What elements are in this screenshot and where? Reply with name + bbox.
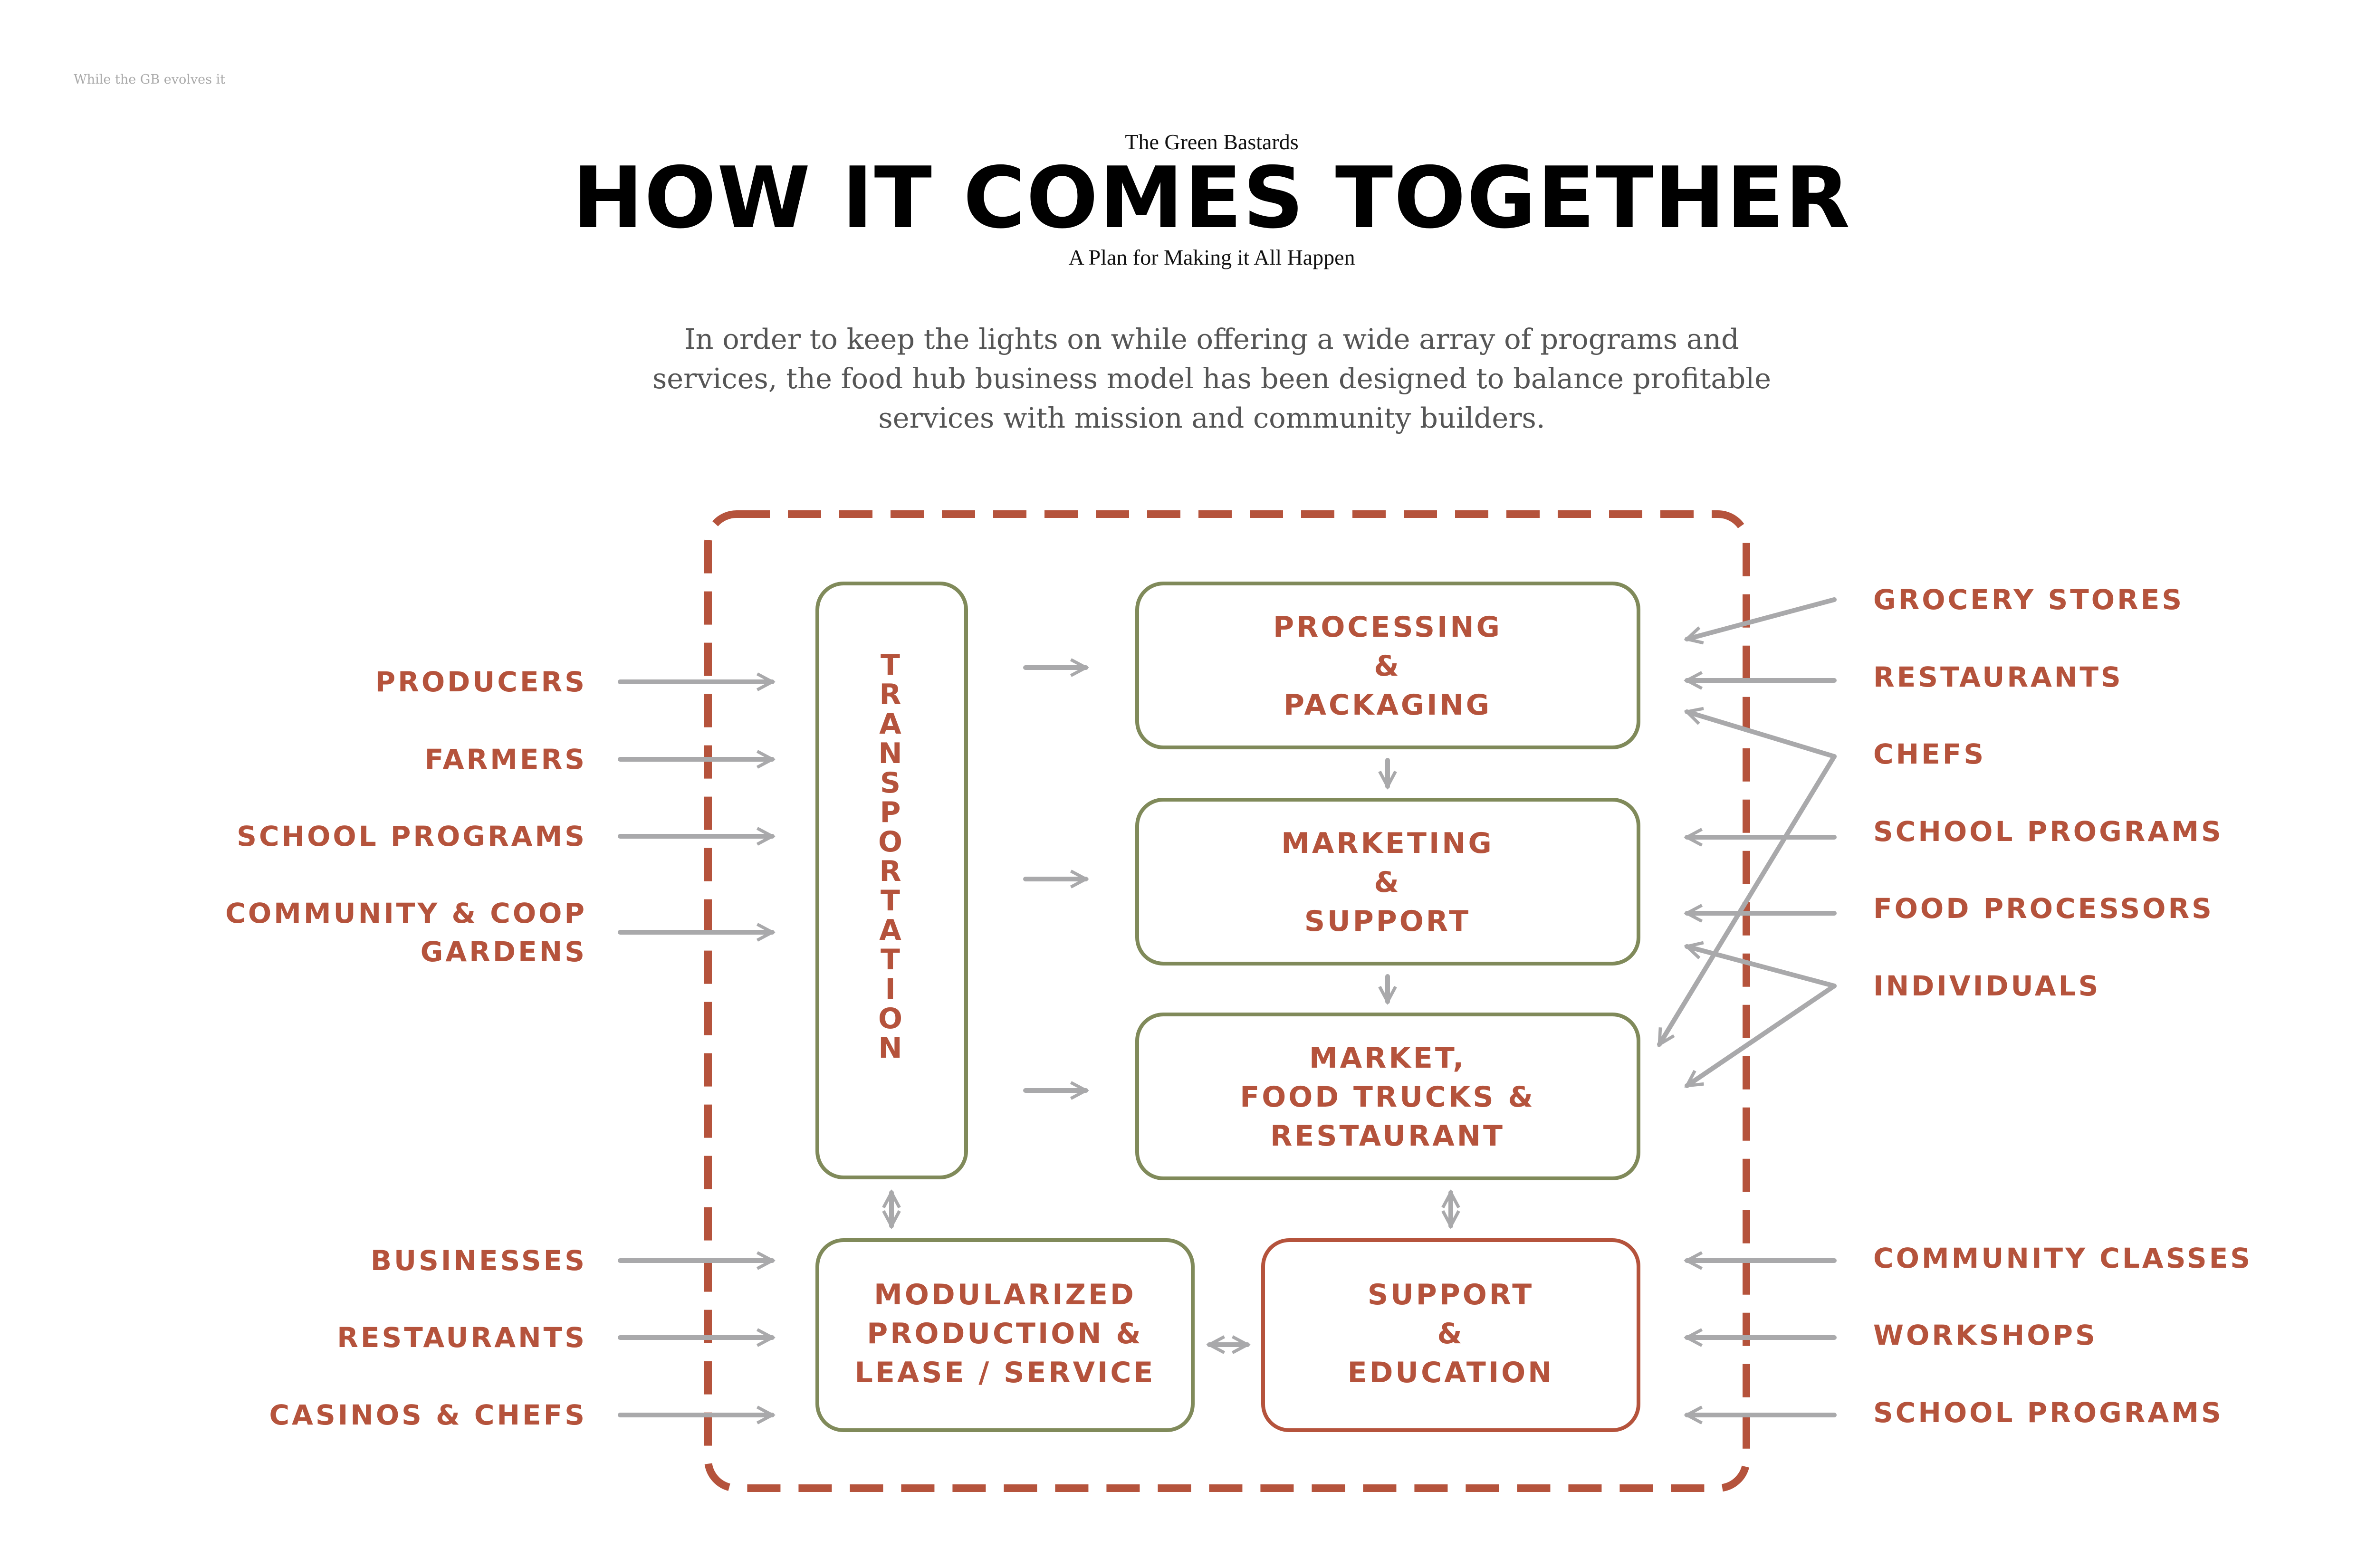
arrow-individuals-to-market — [1687, 984, 1837, 1088]
support-line-3: EDUCATION — [1348, 1356, 1554, 1389]
arrow-chefs-to-market — [1657, 754, 1837, 1044]
support-education-box — [1261, 1238, 1640, 1432]
transportation-box — [815, 582, 968, 1179]
input-community-coop-line-2: GARDENS — [421, 936, 587, 968]
intro-line: services, the food hub business model ha… — [652, 362, 1772, 395]
support-line-2: & — [1437, 1317, 1464, 1350]
marketing-line-1: MARKETING — [1281, 827, 1494, 860]
marketing-line-3: SUPPORT — [1304, 905, 1471, 938]
page-subtitle: A Plan for Making it All Happen — [1068, 245, 1355, 269]
arrow-chefs-to-processing — [1687, 712, 1837, 759]
processing-line-1: PROCESSING — [1273, 611, 1502, 644]
input-school-programs-right: SCHOOL PROGRAMS — [1873, 815, 2223, 848]
arrow-grocery-stores — [1687, 597, 1837, 639]
food-hub-boundary — [704, 510, 1750, 1492]
input-restaurants-right: RESTAURANTS — [1873, 661, 2123, 693]
processing-packaging-box — [1135, 582, 1640, 749]
intro-paragraph: In order to keep the lights on while off… — [546, 319, 1877, 438]
input-community-classes: COMMUNITY CLASSES — [1873, 1242, 2252, 1274]
input-businesses: BUSINESSES — [371, 1244, 587, 1277]
marketing-support-box — [1135, 798, 1640, 966]
modularized-production-box — [815, 1238, 1195, 1432]
input-community-coop-line-1: COMMUNITY & COOP — [225, 897, 587, 929]
page-title: HOW IT COMES TOGETHER — [572, 149, 1851, 247]
input-restaurants-left: RESTAURANTS — [337, 1321, 587, 1354]
processing-line-2: & — [1374, 650, 1401, 683]
input-workshops: WORKSHOPS — [1873, 1319, 2098, 1351]
kicker-text: The Green Bastards — [1125, 130, 1299, 154]
modular-line-3: LEASE / SERVICE — [855, 1356, 1156, 1389]
input-farmers: FARMERS — [425, 743, 587, 775]
input-casinos-chefs: CASINOS & CHEFS — [269, 1399, 587, 1431]
input-individuals: INDIVIDUALS — [1873, 970, 2100, 1002]
input-chefs: CHEFS — [1873, 738, 1986, 770]
market-foodtrucks-restaurant-box — [1135, 1013, 1640, 1180]
modular-line-1: MODULARIZED — [874, 1278, 1136, 1311]
support-line-1: SUPPORT — [1368, 1278, 1534, 1311]
input-grocery-stores: GROCERY STORES — [1873, 583, 2184, 616]
marketing-line-2: & — [1374, 866, 1401, 899]
market-line-1: MARKET, — [1309, 1042, 1466, 1075]
market-line-3: RESTAURANT — [1270, 1119, 1505, 1153]
input-producers: PRODUCERS — [375, 666, 587, 698]
input-food-processors: FOOD PROCESSORS — [1873, 892, 2214, 925]
market-line-2: FOOD TRUCKS & — [1240, 1080, 1535, 1114]
intro-line: services with mission and community buil… — [878, 402, 1545, 434]
intro-line: In order to keep the lights on while off… — [684, 323, 1739, 355]
processing-line-3: PACKAGING — [1284, 688, 1492, 722]
arrow-individuals-to-marketing — [1687, 947, 1837, 988]
corner-note: While the GB evolves it — [74, 72, 226, 87]
modular-line-2: PRODUCTION & — [867, 1317, 1143, 1350]
input-school-programs-bottom: SCHOOL PROGRAMS — [1873, 1396, 2223, 1429]
input-school-programs-left: SCHOOL PROGRAMS — [237, 820, 587, 852]
